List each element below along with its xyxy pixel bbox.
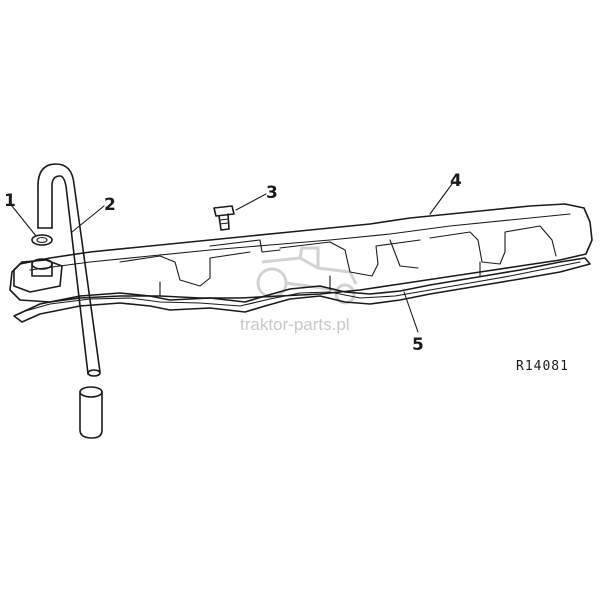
watermark-text: traktor-parts.pl: [240, 315, 350, 334]
callout-1-o-ring: 1: [4, 191, 16, 211]
callout-5-gasket: 5: [412, 335, 424, 355]
breather-tube-drawing: [37, 163, 103, 439]
figure-reference-code: R14081: [516, 359, 569, 374]
cap-screw-drawing: [213, 205, 235, 231]
leader-lines: [11, 183, 453, 333]
o-ring-drawing: [31, 234, 53, 246]
watermark: traktor-parts.pl: [240, 246, 358, 334]
rocker-cover-drawing: [9, 203, 593, 303]
callout-3-cap-screw: 3: [266, 183, 278, 203]
callout-4-rocker-cover: 4: [450, 171, 462, 191]
callout-2-breather-tube: 2: [104, 195, 116, 215]
gasket-drawing: [13, 257, 591, 323]
